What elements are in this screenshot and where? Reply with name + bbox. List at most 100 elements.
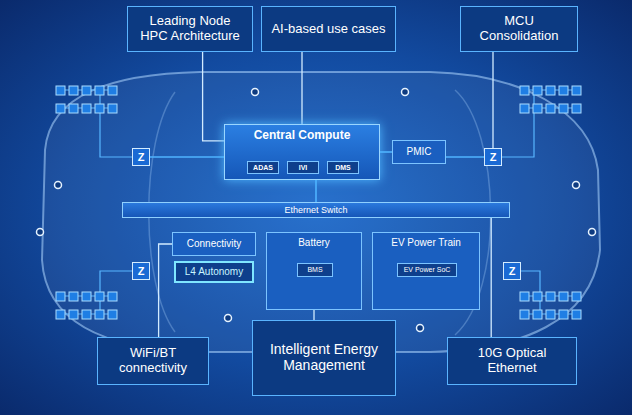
node-label: PMIC <box>407 146 432 157</box>
node-label: Battery <box>298 237 330 248</box>
bus-wire <box>150 156 224 158</box>
node-label: IVI <box>299 164 308 172</box>
ecu-clusters <box>56 86 581 319</box>
ecu-square <box>108 310 117 319</box>
ecu-square <box>69 104 78 113</box>
leader-line <box>491 218 492 337</box>
leader-line <box>159 244 172 337</box>
callout-box: MCU Consolidation <box>460 6 578 52</box>
ecu-square <box>572 104 581 113</box>
sub-module-box: ADAS <box>247 161 279 174</box>
ecu-square <box>56 310 65 319</box>
node-label: EV Power Train <box>391 237 460 248</box>
node-label: WiFi/BT connectivity <box>104 346 202 375</box>
node-label: Z <box>138 265 145 277</box>
module-box: EV Power Train EV Power SoC <box>372 232 480 310</box>
zone-wire <box>100 271 132 314</box>
sensor-dot <box>417 325 424 332</box>
zone-controller: Z <box>503 262 521 280</box>
ecu-square <box>56 104 65 113</box>
zone-controller: Z <box>484 148 502 166</box>
node-label: Ethernet Switch <box>284 205 347 215</box>
ecu-square <box>559 104 568 113</box>
bus-wire <box>315 180 317 202</box>
ecu-square <box>520 86 529 95</box>
module-box: BatteryBMS <box>266 232 362 310</box>
ecu-square <box>95 292 104 301</box>
leader-line <box>203 52 224 141</box>
sensor-dot <box>37 229 44 236</box>
sensor-dot <box>55 182 62 189</box>
ecu-square <box>82 104 91 113</box>
zone-controller: Z <box>132 262 150 280</box>
ecu-square <box>95 86 104 95</box>
zone-controller: Z <box>132 148 150 166</box>
ecu-square <box>56 86 65 95</box>
ecu-square <box>559 292 568 301</box>
sub-module-box: BMS <box>297 263 333 277</box>
sensor-dot <box>252 89 259 96</box>
module-box: Connectivity <box>172 232 256 256</box>
leader-line <box>301 52 302 124</box>
module-box: PMIC <box>392 140 446 164</box>
ecu-square <box>108 292 117 301</box>
ecu-square <box>533 104 542 113</box>
sensor-dots <box>37 89 596 332</box>
node-label: 10G Optical Ethernet <box>454 346 570 375</box>
ecu-square <box>82 292 91 301</box>
bus-wire <box>446 156 484 158</box>
node-label: L4 Autonomy <box>185 266 243 277</box>
node-label: AI-based use cases <box>271 22 385 37</box>
compute-box: Central ComputeADAS IVI DMS <box>224 124 380 180</box>
car-outline <box>42 72 600 352</box>
switch-band: Ethernet Switch <box>122 202 510 218</box>
ecu-square <box>95 310 104 319</box>
node-label: DMS <box>335 164 351 172</box>
sensor-dot <box>225 315 232 322</box>
node-label: Intelligent Energy Management <box>259 342 389 373</box>
ecu-square <box>69 292 78 301</box>
sub-module-box: EV Power SoC <box>397 263 457 277</box>
ecu-square <box>533 86 542 95</box>
zone-wire <box>100 90 132 157</box>
sensor-dot <box>573 182 580 189</box>
ecu-square <box>69 310 78 319</box>
node-label: Central Compute <box>254 129 351 142</box>
ecu-square <box>108 104 117 113</box>
node-label: Connectivity <box>187 238 241 249</box>
node-label: EV Power SoC <box>404 266 451 274</box>
ecu-square <box>82 86 91 95</box>
ecu-square <box>108 86 117 95</box>
sensor-dot <box>402 89 409 96</box>
callout-box: AI-based use cases <box>261 6 395 52</box>
ecu-square <box>572 310 581 319</box>
sub-module-box: DMS <box>327 161 359 174</box>
ecu-square <box>546 310 555 319</box>
ecu-square <box>533 292 542 301</box>
node-label: ADAS <box>253 164 273 172</box>
node-label: Z <box>138 151 145 163</box>
ecu-square <box>533 310 542 319</box>
callout-box: Leading Node HPC Architecture <box>127 6 253 52</box>
node-label: BMS <box>307 266 322 274</box>
sensor-dot <box>589 229 596 236</box>
ecu-square <box>56 292 65 301</box>
ecu-square <box>95 104 104 113</box>
ecu-square <box>559 310 568 319</box>
ecu-square <box>572 292 581 301</box>
ecu-square <box>559 86 568 95</box>
callout-box: Intelligent Energy Management <box>252 320 396 396</box>
ecu-square <box>546 292 555 301</box>
ecu-square <box>520 104 529 113</box>
node-label: Z <box>490 151 497 163</box>
ecu-square <box>572 86 581 95</box>
zone-wire <box>502 90 534 157</box>
callout-box: WiFi/BT connectivity <box>97 337 209 385</box>
node-label: Z <box>509 265 516 277</box>
leader-line <box>313 310 314 320</box>
ecu-square <box>520 310 529 319</box>
node-label: MCU Consolidation <box>467 14 571 43</box>
ecu-square <box>546 86 555 95</box>
